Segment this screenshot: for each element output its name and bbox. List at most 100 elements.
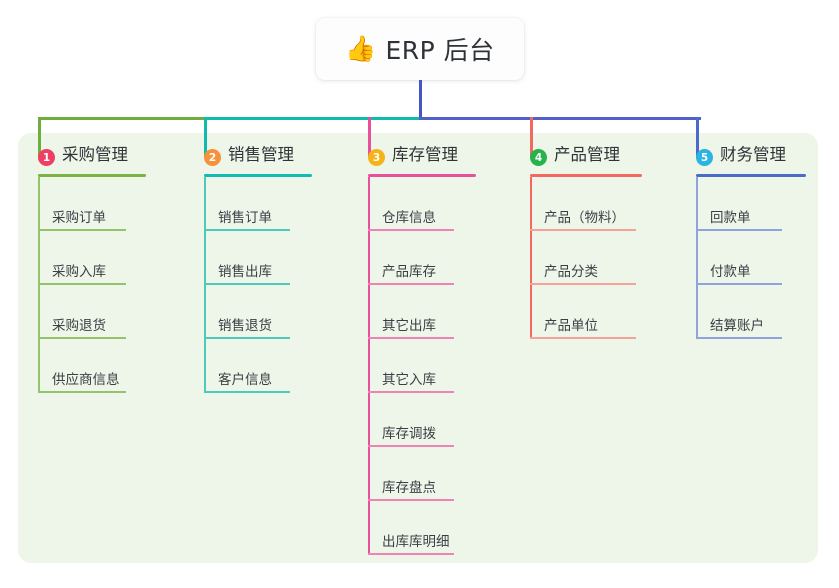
leaf-label: 结算账户 (710, 318, 764, 334)
leaf-rule (530, 283, 636, 285)
leaf-label: 采购退货 (52, 318, 106, 334)
leaf-rule (204, 283, 290, 285)
leaf-label: 仓库信息 (382, 210, 436, 226)
column-title-4: 产品管理 (554, 145, 620, 164)
content-panel (18, 133, 818, 563)
leaf-rule (368, 337, 454, 339)
leaf-rule (204, 391, 290, 393)
leaf-item[interactable]: 付款单 (696, 239, 782, 285)
leaf-rule (696, 337, 782, 339)
leaf-rule (530, 229, 636, 231)
leaf-rule (204, 229, 290, 231)
number-badge-5: 5 (696, 149, 713, 166)
leaf-item[interactable]: 客户信息 (204, 347, 290, 393)
leaf-label: 销售退货 (218, 318, 272, 334)
leaf-rule (696, 283, 782, 285)
thumbs-up-icon: 👍 (345, 33, 377, 63)
number-badge-4: 4 (530, 149, 547, 166)
column-title-1: 采购管理 (62, 145, 128, 164)
leaf-rule (696, 229, 782, 231)
leaf-rule (368, 445, 454, 447)
leaf-rule (368, 229, 454, 231)
leaf-item[interactable]: 销售出库 (204, 239, 290, 285)
column-header-2[interactable]: 2 销售管理 (204, 145, 294, 185)
column-rule-1 (38, 174, 146, 177)
leaf-item[interactable]: 出库库明细 (368, 509, 454, 555)
distribution-bar-segment-3 (418, 117, 701, 120)
leaf-label: 付款单 (710, 264, 751, 280)
column-rule-4 (530, 174, 642, 177)
leaf-item[interactable]: 库存调拨 (368, 401, 454, 447)
drop-stub-2 (203, 117, 207, 158)
leaf-label: 产品（物料） (544, 210, 625, 226)
number-badge-1: 1 (38, 149, 55, 166)
leaf-item[interactable]: 产品库存 (368, 239, 454, 285)
leaf-item[interactable]: 产品（物料） (530, 185, 636, 231)
column-spine-2 (204, 177, 206, 393)
leaf-item[interactable]: 销售退货 (204, 293, 290, 339)
leaf-label: 采购订单 (52, 210, 106, 226)
leaf-label: 销售订单 (218, 210, 272, 226)
leaf-rule (368, 499, 454, 501)
leaf-item[interactable]: 其它入库 (368, 347, 454, 393)
number-badge-3: 3 (368, 149, 385, 166)
leaf-label: 回款单 (710, 210, 751, 226)
leaf-label: 销售出库 (218, 264, 272, 280)
leaf-label: 库存盘点 (382, 480, 436, 496)
root-node[interactable]: 👍 ERP 后台 (316, 18, 524, 80)
leaf-rule (38, 283, 126, 285)
number-badge-2: 2 (204, 149, 221, 166)
leaf-item[interactable]: 销售订单 (204, 185, 290, 231)
leaf-label: 库存调拨 (382, 426, 436, 442)
leaf-item[interactable]: 产品分类 (530, 239, 636, 285)
column-rule-3 (368, 174, 476, 177)
trunk-line (418, 80, 422, 120)
leaf-rule (204, 337, 290, 339)
column-spine-4 (530, 177, 532, 339)
leaf-rule (368, 553, 454, 555)
leaf-item[interactable]: 采购入库 (38, 239, 126, 285)
column-title-3: 库存管理 (392, 145, 458, 164)
column-header-5[interactable]: 5 财务管理 (696, 145, 786, 185)
leaf-rule (368, 283, 454, 285)
column-rule-2 (204, 174, 312, 177)
leaf-rule (38, 337, 126, 339)
drop-stub-5 (695, 117, 699, 158)
leaf-label: 出库库明细 (382, 534, 450, 550)
column-title-5: 财务管理 (720, 145, 786, 164)
leaf-rule (530, 337, 636, 339)
drop-stub-1 (37, 117, 41, 158)
leaf-item[interactable]: 回款单 (696, 185, 782, 231)
leaf-label: 产品库存 (382, 264, 436, 280)
column-header-3[interactable]: 3 库存管理 (368, 145, 458, 185)
column-spine-5 (696, 177, 698, 339)
leaf-label: 其它出库 (382, 318, 436, 334)
column-header-4[interactable]: 4 产品管理 (530, 145, 620, 185)
leaf-item[interactable]: 库存盘点 (368, 455, 454, 501)
leaf-label: 其它入库 (382, 372, 436, 388)
leaf-item[interactable]: 供应商信息 (38, 347, 126, 393)
distribution-bar-segment-2 (203, 117, 422, 120)
leaf-rule (368, 391, 454, 393)
leaf-label: 产品单位 (544, 318, 598, 334)
leaf-item[interactable]: 产品单位 (530, 293, 636, 339)
leaf-rule (38, 229, 126, 231)
leaf-item[interactable]: 仓库信息 (368, 185, 454, 231)
drop-stub-4 (529, 117, 533, 158)
leaf-label: 采购入库 (52, 264, 106, 280)
leaf-item[interactable]: 结算账户 (696, 293, 782, 339)
column-spine-3 (368, 177, 370, 555)
distribution-bar-segment-1 (37, 117, 207, 120)
column-header-1[interactable]: 1 采购管理 (38, 145, 128, 185)
leaf-label: 供应商信息 (52, 372, 120, 388)
leaf-item[interactable]: 采购退货 (38, 293, 126, 339)
leaf-rule (38, 391, 126, 393)
leaf-item[interactable]: 其它出库 (368, 293, 454, 339)
leaf-label: 产品分类 (544, 264, 598, 280)
root-title: ERP 后台 (385, 36, 495, 65)
leaf-item[interactable]: 采购订单 (38, 185, 126, 231)
column-title-2: 销售管理 (228, 145, 294, 164)
leaf-label: 客户信息 (218, 372, 272, 388)
drop-stub-3 (367, 117, 371, 158)
